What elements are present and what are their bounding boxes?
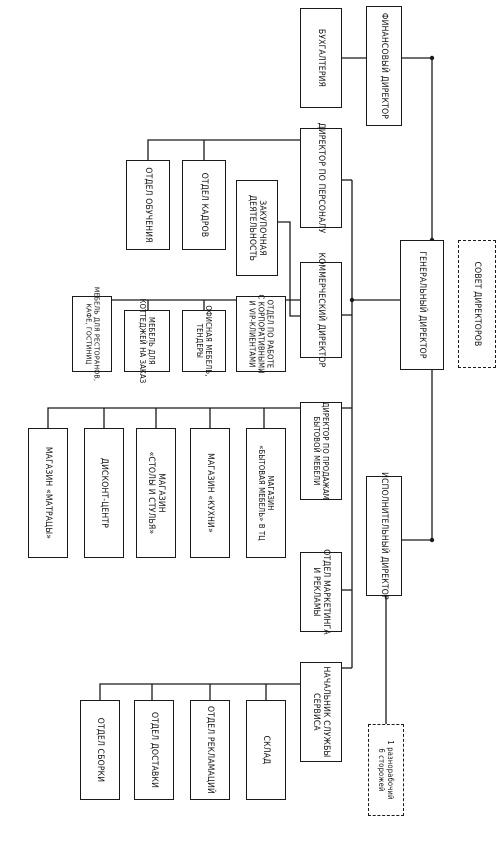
exec-director-label: Исполнительный директор xyxy=(379,472,390,600)
horeca-furniture-label: Мебель для ресторанов, кафе, гостиниц xyxy=(84,286,101,382)
discount-center-box: Дисконт-центр xyxy=(84,428,124,558)
office-furniture-box: Офисная мебель, тендеры xyxy=(182,305,226,377)
accounting-label: Бухгалтерия xyxy=(316,28,327,88)
store-kitchen-label: Магазин «Кухни» xyxy=(205,453,216,533)
training-label: Отдел обучения xyxy=(143,167,154,243)
security-staff-label: 1 разнорабочий 6 сторожей xyxy=(377,740,395,800)
training-box: Отдел обучения xyxy=(126,160,170,250)
marketing-box: Отдел маркетинга и рекламы xyxy=(300,549,342,635)
discount-center-label: Дисконт-центр xyxy=(99,457,110,529)
procurement-box: Закупочная деятельность xyxy=(236,180,278,276)
delivery-box: Отдел доставки xyxy=(134,700,174,800)
complaints-box: Отдел рекламаций xyxy=(190,700,230,800)
store-tables-label: Магазин «Столы и стулья» xyxy=(146,451,167,535)
hr-director-box: Директор по персоналу xyxy=(300,123,342,233)
service-head-label: Начальник службы сервиса xyxy=(311,666,332,758)
exec-director-box: Исполнительный директор xyxy=(366,472,402,600)
warehouse-label: Склад xyxy=(261,735,272,765)
board-box: Совет директоров xyxy=(458,240,496,368)
horeca-furniture-box: Мебель для ресторанов, кафе, гостиниц xyxy=(72,287,112,381)
cottage-furniture-box: Мебель для коттеджей на заказ xyxy=(124,299,170,383)
assembly-label: Отдел сборки xyxy=(95,717,106,783)
commercial-director-box: Коммерческий директор xyxy=(300,253,342,367)
warehouse-box: Склад xyxy=(246,700,286,800)
marketing-label: Отдел маркетинга и рекламы xyxy=(311,549,332,635)
cottage-furniture-label: Мебель для коттеджей на заказ xyxy=(138,298,156,384)
cfo-label: Финансовый директор xyxy=(379,12,390,120)
personnel-box: Отдел кадров xyxy=(182,160,226,250)
ceo-label: Генеральный директор xyxy=(417,251,428,359)
corporate-clients-box: Отдел по работе с корпоративными и VIP-к… xyxy=(236,294,286,374)
store-mattress-box: Магазин «Матрацы» xyxy=(28,428,68,558)
cfo-box: Финансовый директор xyxy=(366,6,402,126)
delivery-label: Отдел доставки xyxy=(149,711,160,789)
store-tables-box: Магазин «Столы и стулья» xyxy=(136,428,176,558)
store-mall-box: Магазин «Бытовая мебель» в ТЦ xyxy=(246,428,286,558)
commercial-director-label: Коммерческий директор xyxy=(316,252,327,368)
corporate-clients-label: Отдел по работе с корпоративными и VIP-к… xyxy=(247,294,275,374)
office-furniture-label: Офисная мебель, тендеры xyxy=(195,305,213,377)
hr-director-label: Директор по персоналу xyxy=(316,122,327,234)
ceo-box: Генеральный директор xyxy=(400,240,444,370)
board-label: Совет директоров xyxy=(472,261,483,347)
procurement-label: Закупочная деятельность xyxy=(247,194,268,262)
service-head-box: Начальник службы сервиса xyxy=(300,662,342,762)
store-mall-label: Магазин «Бытовая мебель» в ТЦ xyxy=(257,445,275,541)
complaints-label: Отдел рекламаций xyxy=(205,706,216,794)
personnel-label: Отдел кадров xyxy=(199,172,210,238)
store-kitchen-box: Магазин «Кухни» xyxy=(190,428,230,558)
assembly-box: Отдел сборки xyxy=(80,700,120,800)
retail-director-box: Директор по продажам бытовой мебели xyxy=(300,402,342,500)
store-mattress-label: Магазин «Матрацы» xyxy=(43,446,54,540)
retail-director-label: Директор по продажам бытовой мебели xyxy=(312,402,330,500)
accounting-box: Бухгалтерия xyxy=(300,8,342,108)
security-staff-box: 1 разнорабочий 6 сторожей xyxy=(368,724,404,816)
